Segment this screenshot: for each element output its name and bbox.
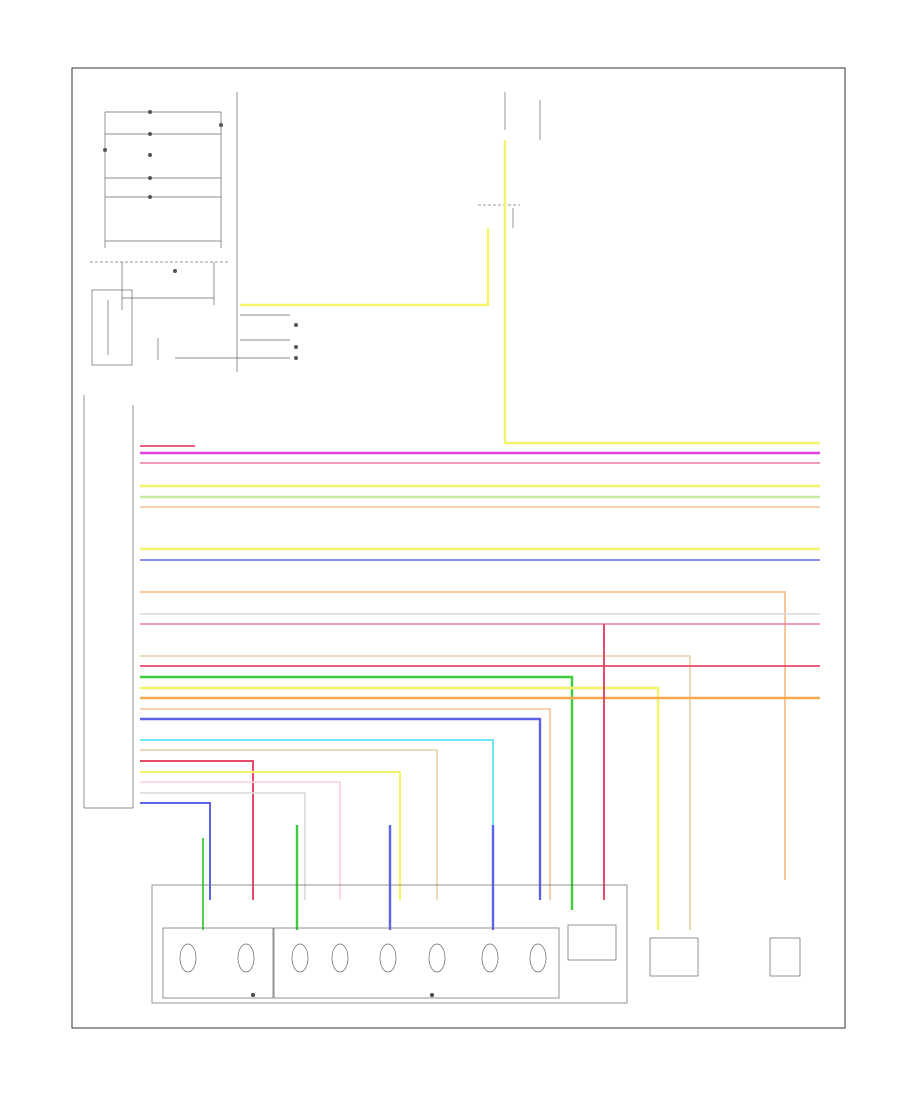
component-row xyxy=(151,884,801,1004)
wire-21 xyxy=(140,760,254,900)
wire-19 xyxy=(140,739,494,900)
wire-23 xyxy=(140,781,341,900)
wire-14 xyxy=(140,675,574,910)
switch-connections xyxy=(175,314,298,360)
wire-bundle xyxy=(140,140,820,930)
wire-20 xyxy=(140,749,438,900)
wire-24 xyxy=(140,792,306,900)
wire-9 xyxy=(140,591,786,880)
wire-17 xyxy=(140,708,551,900)
wire-25 xyxy=(140,802,211,900)
control-unit-housing xyxy=(151,884,628,1004)
motor-block-center xyxy=(273,927,560,999)
door-switch xyxy=(769,937,801,977)
wire-22 xyxy=(140,771,401,900)
diagram-frame xyxy=(71,67,846,1029)
wire-18 xyxy=(140,717,542,900)
relay-box xyxy=(567,924,617,961)
motor-block-left xyxy=(162,927,274,999)
fuse-box xyxy=(478,92,541,228)
wire-yellow-ignition xyxy=(240,228,490,307)
top-left-panel xyxy=(90,92,238,372)
wire-15 xyxy=(140,686,660,930)
wire-yellow-feed xyxy=(503,140,820,445)
left-connector-pins xyxy=(83,395,134,809)
lamp-sensor xyxy=(649,937,699,977)
